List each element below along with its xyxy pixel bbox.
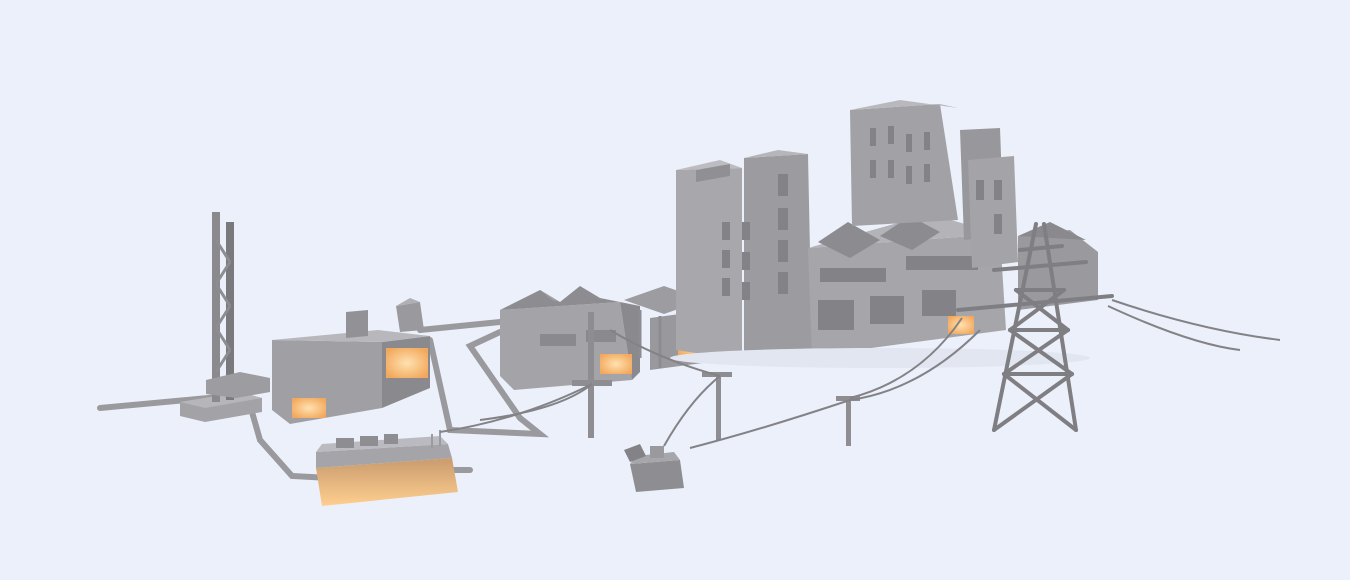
chimney-stack bbox=[206, 212, 270, 402]
pole-transformer bbox=[624, 444, 684, 492]
ground-shadow bbox=[670, 348, 1090, 368]
transmission-tower bbox=[956, 222, 1114, 432]
tower-windows bbox=[722, 174, 788, 300]
generator-unit bbox=[316, 430, 458, 506]
power-lines bbox=[439, 299, 1281, 449]
boiler-house bbox=[272, 298, 430, 424]
